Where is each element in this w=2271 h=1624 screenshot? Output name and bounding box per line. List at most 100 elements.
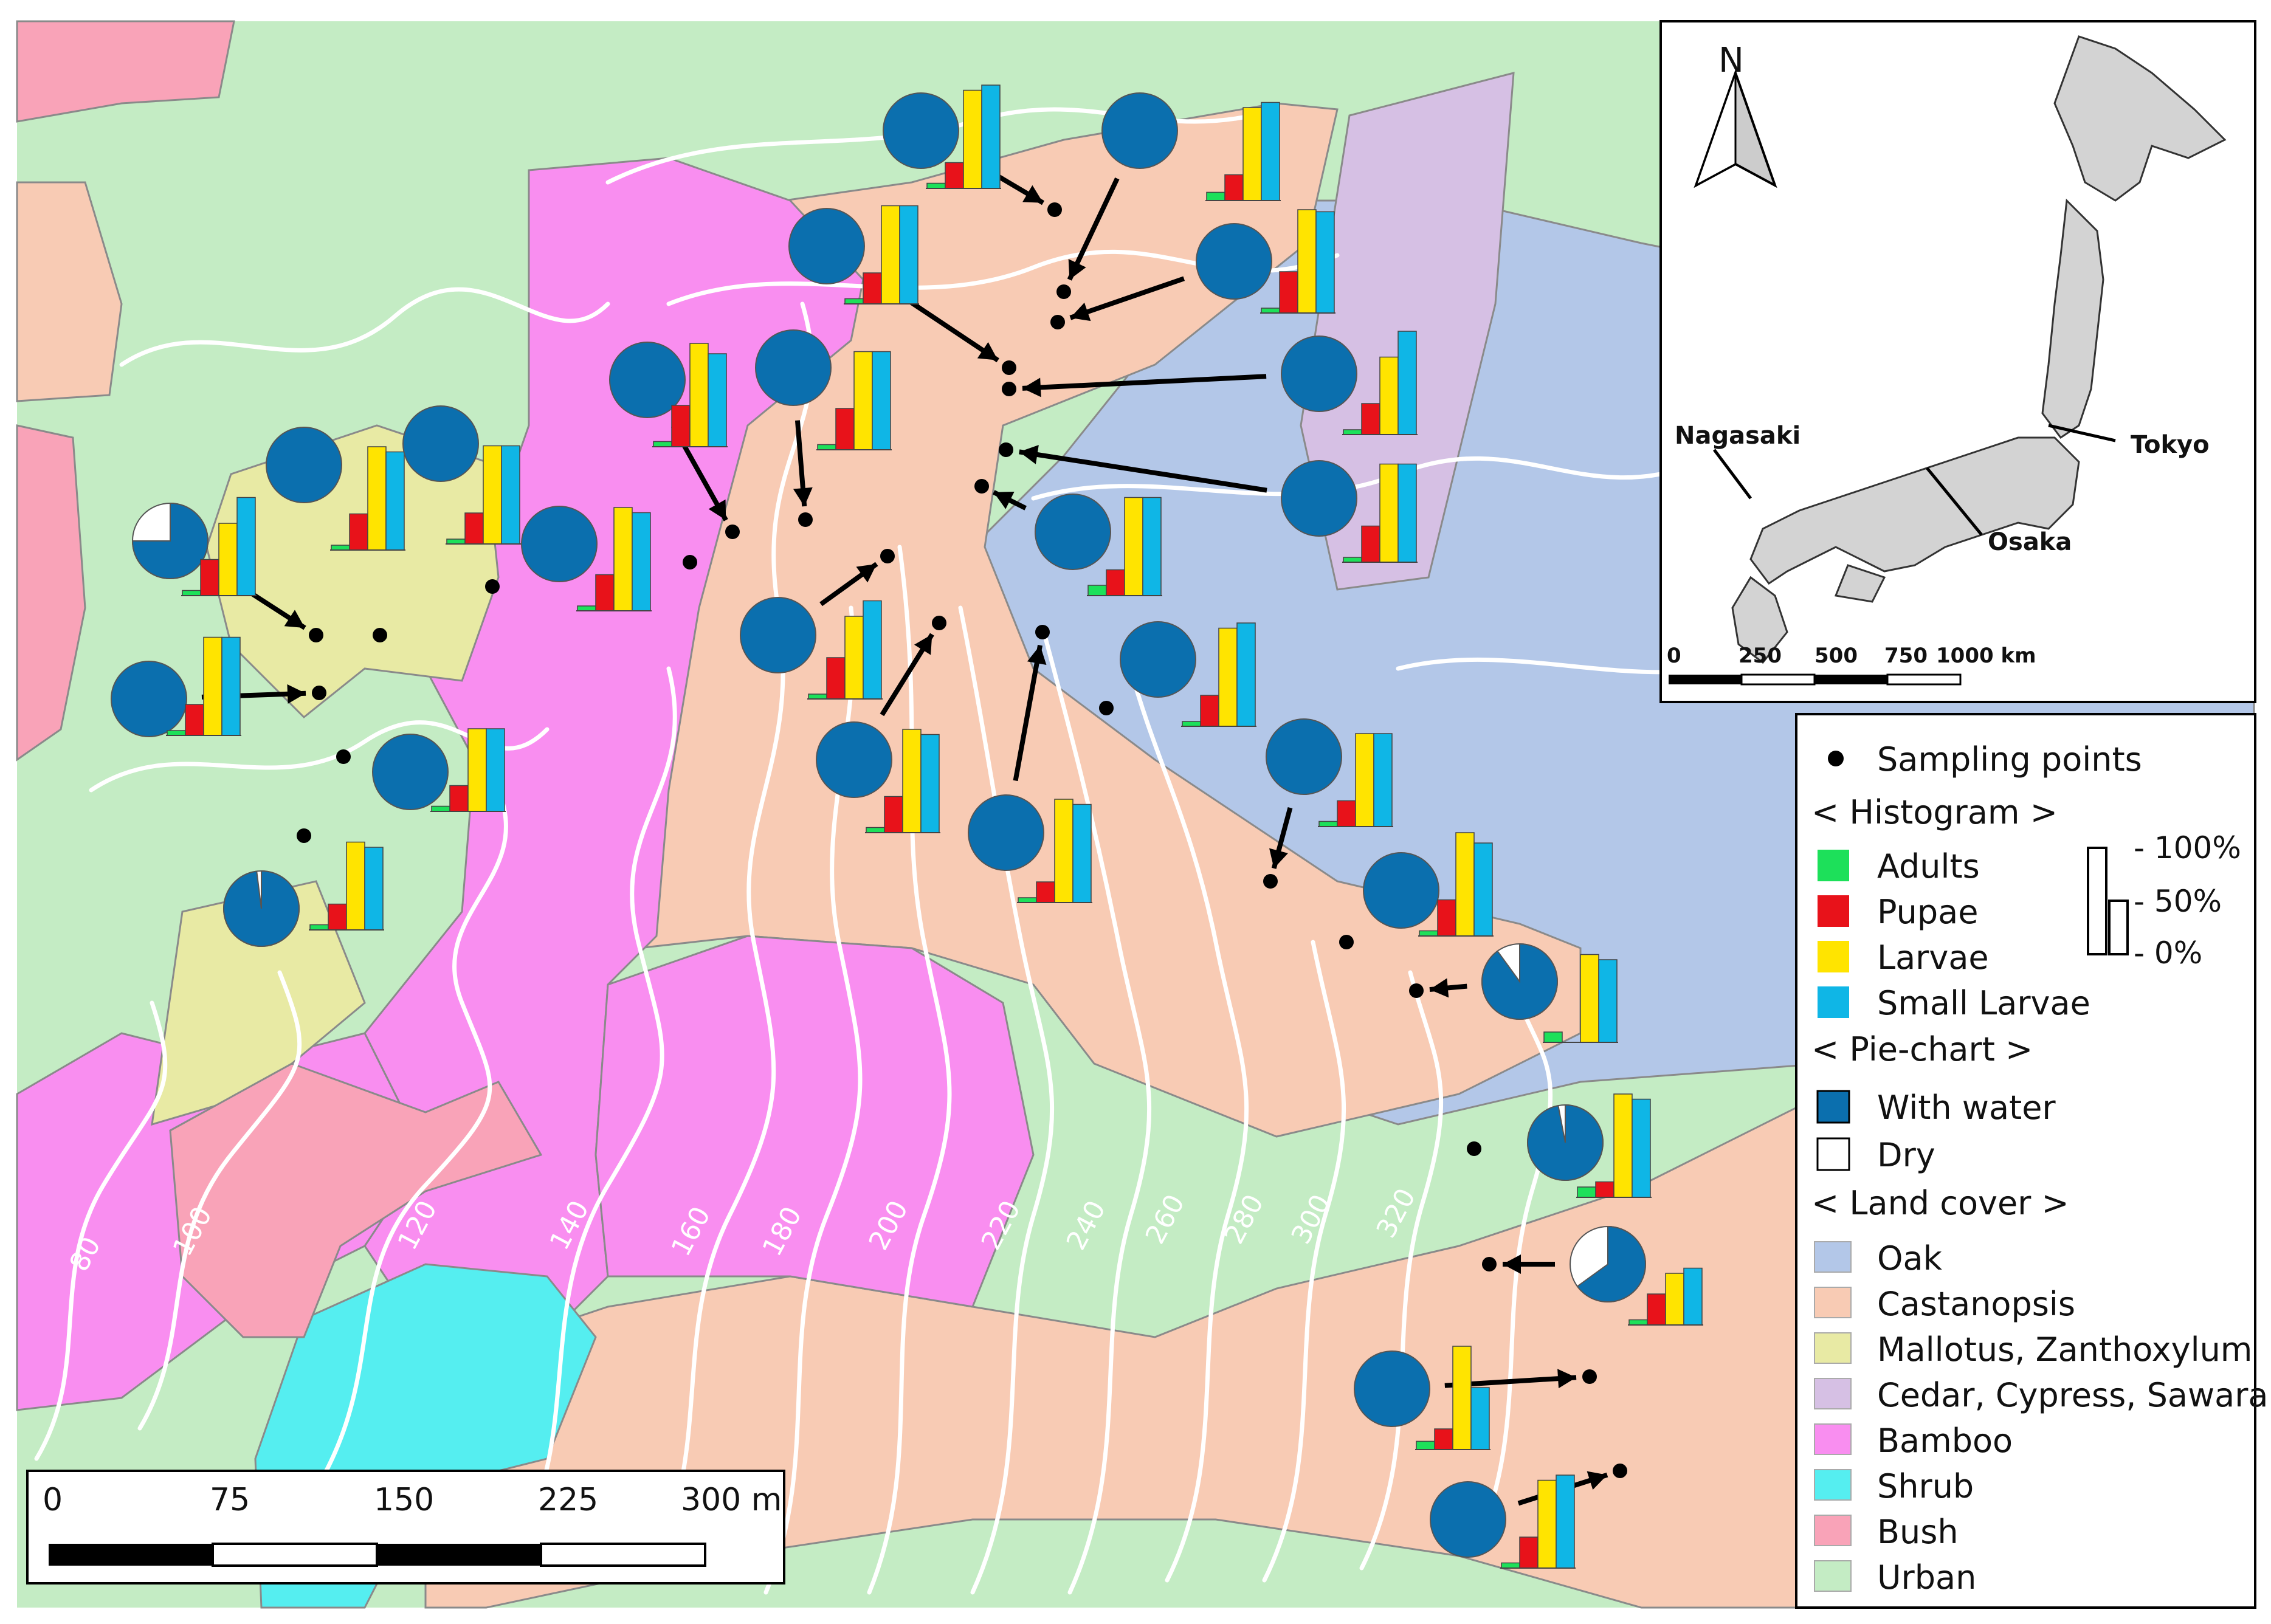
site-arrow [1019,449,1267,493]
site-arrow-head [977,342,998,360]
legend-swatch [1816,1090,1850,1124]
histogram-bar-pupae [1036,881,1055,903]
osaka-pointer [1926,467,1983,536]
inset-scale-tick: 750 [1884,644,1928,668]
histogram-bar-pupae [884,796,903,833]
site-arrow-head [1429,978,1449,998]
sampling-site [609,342,740,539]
histogram-bar-adults [331,545,350,551]
histogram-bar-larvae [1613,1093,1633,1198]
histogram-bar-larvae [613,507,633,611]
histogram-bar-pupae [595,574,615,611]
sampling-site [111,636,326,737]
sampling-point-marker-icon [1828,751,1844,766]
legend-label: Cedar, Cypress, Sawara [1877,1376,2269,1414]
pie-water-slice [521,506,598,582]
site-arrow [1067,177,1120,281]
histogram-bar-adults [577,605,596,611]
histogram-bar-adults [1343,429,1362,435]
legend-landcover-heading: < Land cover > [1811,1184,2069,1222]
histogram-bar-small [1470,1387,1490,1450]
legend-label: Urban [1877,1558,1976,1597]
sampling-point [1099,701,1114,715]
sampling-site [266,427,500,594]
legend-swatch [1816,1137,1850,1171]
histogram-bar-adults [167,730,186,736]
histogram-bar-small [221,636,241,736]
histogram-bar-adults [431,805,450,812]
sampling-point [1409,983,1424,998]
scale-bar-tick: 0 [43,1482,63,1518]
sampling-site [883,84,1062,217]
sampling-site [974,479,1162,596]
histogram-bar-pupae [1337,800,1356,827]
histogram-bar-small [708,353,727,447]
histogram-bar-larvae [1054,799,1073,903]
inset-scale-seg-4 [1886,673,1962,686]
pie-water-slice [1196,223,1272,300]
sampling-point [725,525,740,539]
legend-label: Pupae [1877,893,1978,931]
histogram-bar-adults [1628,1319,1648,1326]
sampling-point [1047,202,1062,217]
histogram-bar-larvae [1355,733,1374,827]
histogram-bar-small [1142,497,1162,596]
sampling-site [1467,1093,1652,1198]
hist-scale-bar-half [2108,900,2129,955]
nagasaki-pointer [1713,449,1752,500]
histogram-bar-pupae [1361,403,1380,435]
sampling-point [1050,315,1065,329]
legend-swatch [1814,1515,1852,1546]
scale-bar-tick: 300 m [681,1482,782,1518]
bush-region-north [16,20,235,123]
scale-bar-seg-4 [540,1543,706,1567]
site-arrow [1022,374,1267,391]
histogram-bar-larvae [1218,627,1238,727]
sampling-site [1056,92,1281,299]
inset-place-label: Nagasaki [1675,422,1801,450]
histogram-bar-pupae [863,272,882,304]
site-arrow-head [1022,377,1041,397]
legend-swatch [1814,1378,1852,1409]
pie-water-slice [1354,1350,1430,1427]
legend-swatch [1814,1560,1852,1592]
castanopsis-region-nw [16,181,123,402]
histogram-bar-larvae [1379,356,1399,435]
histogram-bar-pupae [1437,899,1456,937]
pie-water-slice [883,92,959,169]
histogram-bar-adults [1182,721,1201,727]
sampling-point [1002,360,1016,375]
sampling-site [1050,209,1335,329]
histogram-bar-adults [926,182,946,189]
sampling-site [223,828,384,947]
histogram-bar-pupae [200,559,219,596]
tokyo-pointer [2048,424,2116,442]
histogram-bar-pupae [185,704,204,736]
histogram-bar-larvae [346,841,365,931]
legend-swatch [1818,986,1849,1018]
histogram-bar-adults [1018,897,1037,903]
histogram-bar-adults [1087,585,1107,596]
histogram-bar-larvae [1297,209,1317,314]
sampling-point [1035,625,1050,639]
histogram-bar-larvae [467,728,487,812]
histogram-bar-larvae [483,445,502,545]
site-arrow-head [708,499,726,520]
legend-swatch [1814,1423,1852,1455]
sampling-site [968,625,1092,903]
sampling-site [1409,943,1618,1043]
pie-water-slice [755,329,832,406]
legend: Sampling points < Histogram > AdultsPupa… [1795,713,2269,1609]
histogram-bar-small [1632,1098,1651,1198]
histogram-bar-adults [653,441,672,447]
site-arrow-head [1022,185,1044,203]
histogram-bar-adults [817,444,836,450]
pie-water-slice [968,794,1044,871]
inset-scale-seg-3 [1814,675,1887,684]
sampling-point [1002,382,1016,396]
histogram-bar-larvae [963,89,982,189]
legend-swatch [1818,850,1849,881]
pie-water-slice [1430,1481,1506,1558]
